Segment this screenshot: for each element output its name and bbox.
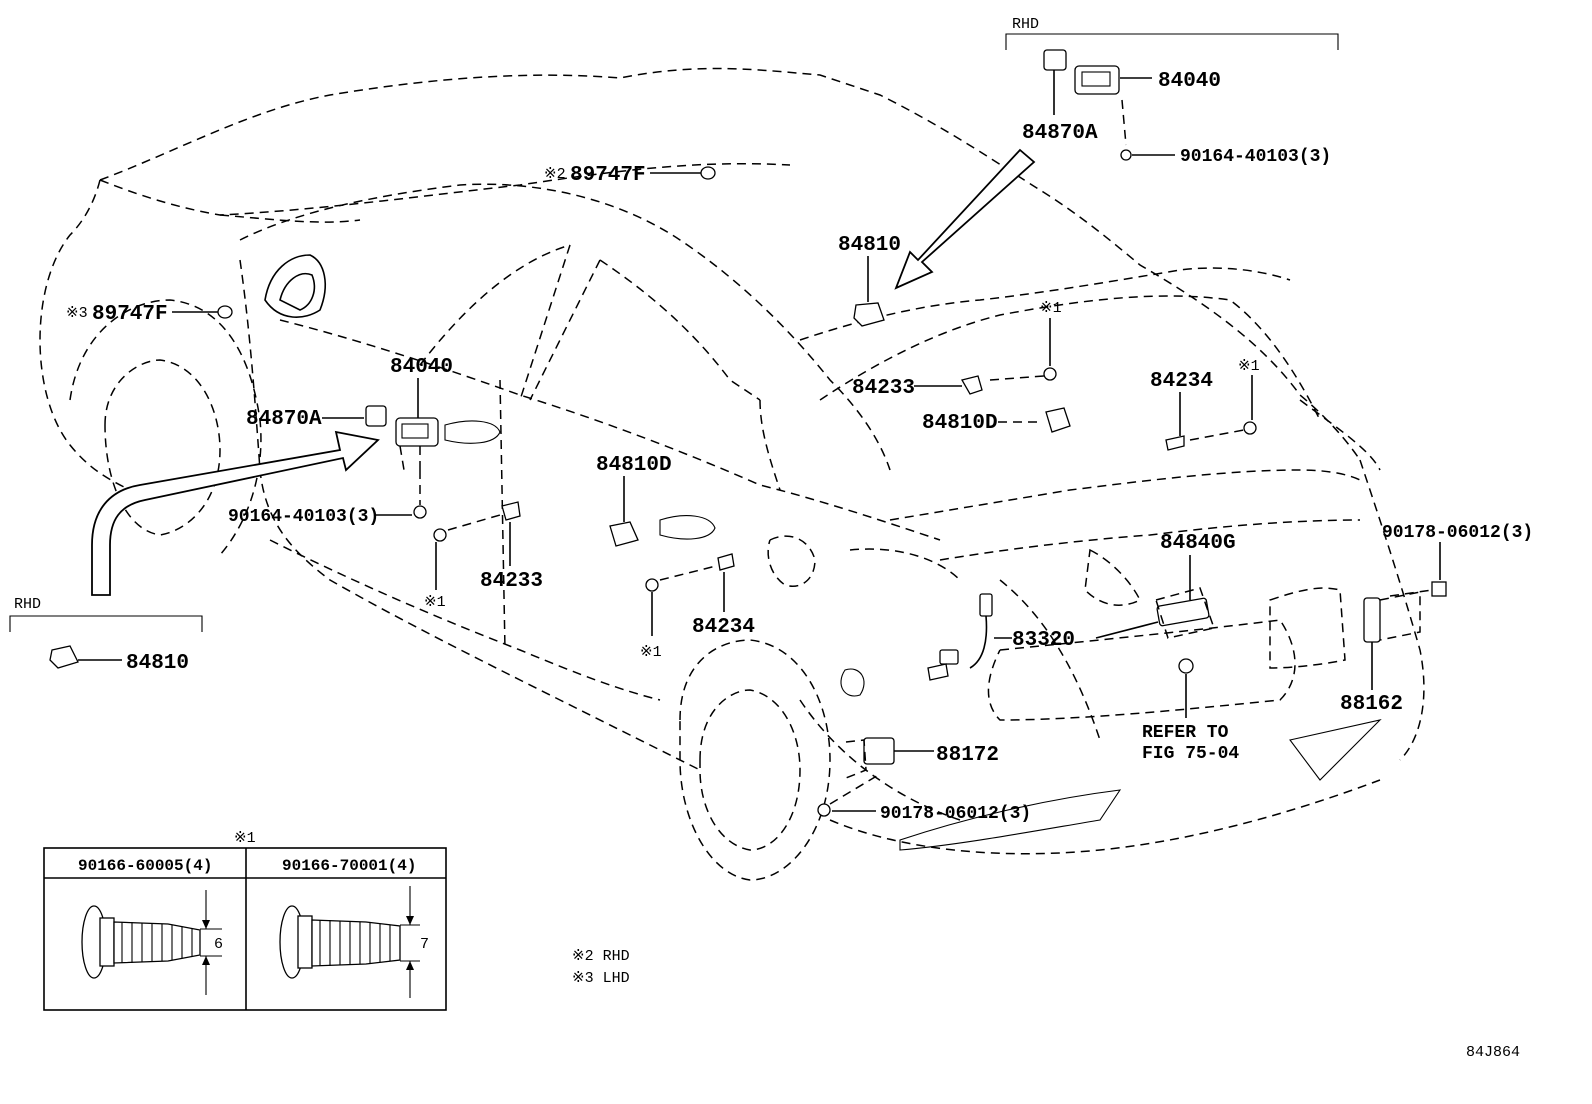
svg-text:88172: 88172	[936, 744, 999, 767]
svg-text:FIG 75-04: FIG 75-04	[1142, 744, 1239, 764]
svg-text:※2 RHD: ※2 RHD	[572, 948, 630, 965]
part-84810D-mid: 84810D	[596, 454, 672, 547]
svg-text:※2: ※2	[544, 166, 566, 183]
svg-text:84810D: 84810D	[922, 412, 998, 435]
svg-text:※3: ※3	[66, 305, 88, 322]
svg-text:90166-60005(4): 90166-60005(4)	[78, 857, 212, 875]
part-83320: 83320	[927, 593, 1159, 681]
figure-code: 84J864	[1466, 1044, 1520, 1061]
pointer-arrow-left	[91, 430, 380, 596]
svg-text:84040: 84040	[1158, 70, 1221, 93]
rhd-box-left: RHD 84810	[9, 596, 203, 675]
part-89747F-lhd: ※3 89747F	[66, 303, 233, 326]
svg-text:90164-40103(3): 90164-40103(3)	[1180, 147, 1331, 167]
svg-text:84810: 84810	[126, 652, 189, 675]
svg-text:84810D: 84810D	[596, 454, 672, 477]
svg-text:84234: 84234	[692, 616, 755, 639]
part-88162: 88162	[1340, 591, 1421, 716]
part-90178-right: 90178-06012(3)	[1382, 523, 1533, 597]
part-90164-top: 90164-40103(3)	[1120, 99, 1331, 167]
detail-table: ※1 90166-60005(4) 90166-70001(4) 6	[43, 830, 447, 1011]
refer-note: REFER TO FIG 75-04	[1142, 658, 1239, 764]
svg-text:84870A: 84870A	[1022, 122, 1098, 145]
svg-text:RHD: RHD	[1012, 16, 1039, 33]
svg-text:84870A: 84870A	[246, 408, 322, 431]
part-90178-bottom: 90178-06012(3)	[817, 773, 1031, 824]
part-84233-right: ※1 84233	[852, 300, 1062, 400]
car-body-outline	[39, 67, 1425, 881]
part-84040-mid: 84040	[390, 356, 453, 471]
pointer-arrow-top	[894, 148, 1036, 290]
part-88172: 88172	[845, 737, 999, 779]
part-84040-top: 84040	[1074, 65, 1221, 95]
svg-text:90164-40103(3): 90164-40103(3)	[228, 507, 379, 527]
part-84810D-right: 84810D	[922, 407, 1071, 435]
svg-text:※1: ※1	[640, 644, 662, 661]
legend: ※2 RHD ※3 LHD	[572, 948, 630, 987]
svg-text:90178-06012(3): 90178-06012(3)	[1382, 523, 1533, 543]
svg-text:※3 LHD: ※3 LHD	[572, 970, 630, 987]
part-84234-right: 84234 ※1	[1150, 358, 1260, 451]
svg-text:※1: ※1	[234, 830, 256, 847]
svg-text:84810: 84810	[838, 234, 901, 257]
svg-text:84234: 84234	[1150, 370, 1213, 393]
svg-text:REFER TO: REFER TO	[1142, 723, 1229, 743]
svg-text:89747F: 89747F	[570, 164, 646, 187]
svg-text:※1: ※1	[424, 594, 446, 611]
part-90164-mid: 90164-40103(3)	[228, 470, 427, 527]
part-84870A-top: 84870A	[1022, 49, 1098, 145]
svg-text:※1: ※1	[1238, 358, 1260, 375]
part-84234-mid: 84234 ※1	[640, 553, 755, 661]
screw-90166-70001: 7	[279, 886, 429, 998]
svg-text:84233: 84233	[852, 377, 915, 400]
svg-text:7: 7	[420, 936, 429, 953]
part-84870A-mid: 84870A	[246, 405, 387, 431]
svg-text:84840G: 84840G	[1160, 532, 1236, 555]
svg-text:88162: 88162	[1340, 693, 1403, 716]
svg-text:RHD: RHD	[14, 596, 41, 613]
svg-text:83320: 83320	[1012, 629, 1075, 652]
svg-text:※1: ※1	[1040, 300, 1062, 317]
svg-text:84040: 84040	[390, 356, 453, 379]
screw-90166-60005: 6	[81, 890, 223, 995]
part-84810-top: 84810	[838, 234, 901, 327]
svg-text:84233: 84233	[480, 570, 543, 593]
part-84233-mid: 84233 ※1	[424, 501, 543, 611]
part-84840G: 84840G	[1155, 532, 1236, 639]
svg-text:90166-70001(4): 90166-70001(4)	[282, 857, 416, 875]
svg-text:6: 6	[214, 936, 223, 953]
svg-text:89747F: 89747F	[92, 303, 168, 326]
part-89747F-rhd: ※2 89747F	[544, 164, 716, 187]
rhd-box-top: RHD	[1005, 16, 1339, 50]
svg-text:90178-06012(3): 90178-06012(3)	[880, 804, 1031, 824]
